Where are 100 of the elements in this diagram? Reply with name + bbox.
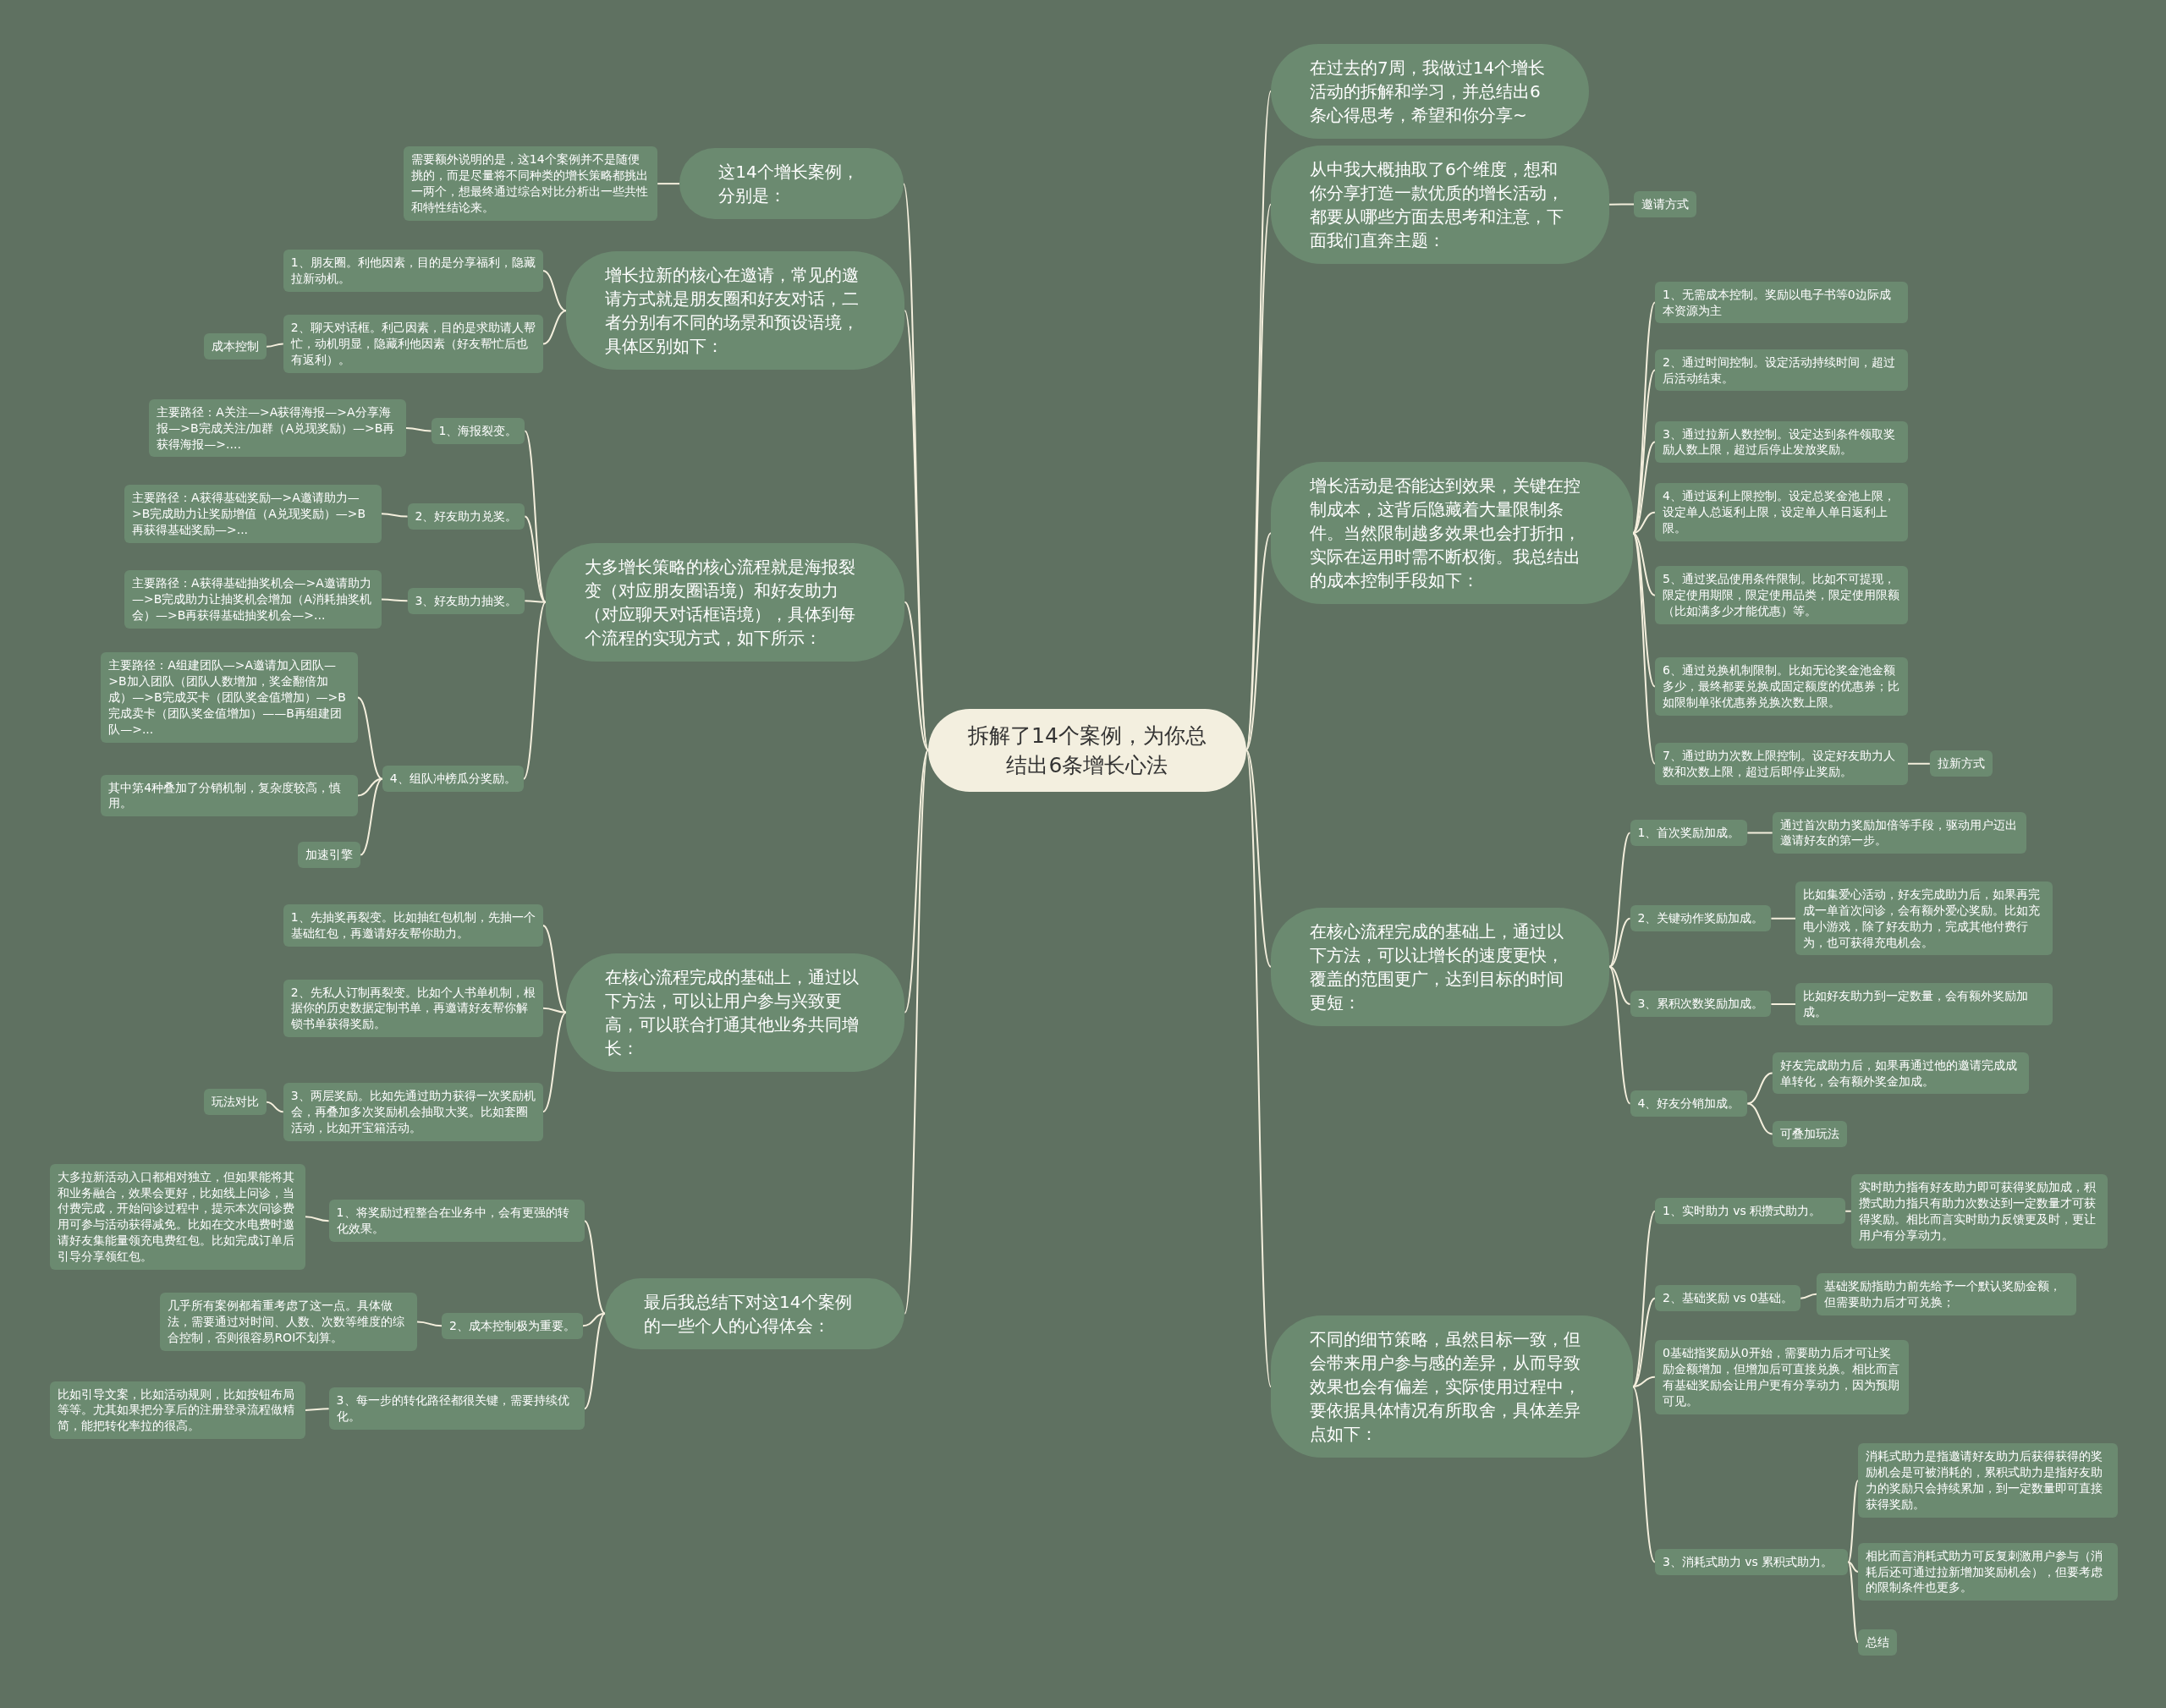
connector-line bbox=[1770, 917, 1797, 920]
subtopic-card: 可叠加玩法 bbox=[1772, 1120, 1847, 1147]
subtopic-card: 比如集爱心活动，好友完成助力后，如果再完成一单首次问诊，会有额外爱心奖励。比如充电小游戏，除了好友助力，完成其他付费行为，也可获得充电机会。 bbox=[1795, 881, 2053, 956]
subtopic-card: 主要路径：A获得基础奖励—>A邀请助力—>B完成助力让奖励增值（A兑现奖励）—>B再获得基础奖励—>... bbox=[124, 485, 382, 543]
subtopic-card: 好友完成助力后，如果再通过他的邀请完成成单转化，会有额外奖金加成。 bbox=[1772, 1052, 2030, 1095]
subtopic-card: 消耗式助力是指邀请好友助力后获得获得的奖励机会是可被消耗的，累积式助力是指好友助力的奖励只会持续累加，到一定数量即可直接获得奖励。 bbox=[1857, 1443, 2118, 1518]
subtopic-card: 4、通过返利上限控制。设定总奖金池上限，设定单人总返利上限，设定单人单日返利上限。 bbox=[1654, 483, 1908, 542]
connector-line bbox=[1800, 1293, 1817, 1299]
connector-line bbox=[522, 601, 547, 780]
connector-line bbox=[356, 777, 383, 797]
connector-line bbox=[1746, 832, 1773, 834]
topic-bubble: 大多增长策略的核心流程就是海报裂变（对应朋友圈语境）和好友助力（对应聊天对话框语境），具体到每个流程的实现方式，如下所示： bbox=[545, 542, 905, 662]
topic-bubble: 增长活动是否能达到效果，关键在控制成本，这背后隐藏着大量限制条件。当然限制越多效果也会打折扣，实际在运用时需不断权衡。我总结出的成本控制手段如下： bbox=[1271, 462, 1633, 605]
subtopic-card: 需要额外说明的是，这14个案例并不是随便挑的，而是尽量将不同种类的增长策略都挑出一两个，想最终通过综合对比分析出一些共性和特性结论来。 bbox=[403, 146, 658, 221]
subtopic-card: 3、消耗式助力 vs 累积式助力。 bbox=[1654, 1549, 1849, 1575]
connector-line bbox=[1847, 1561, 1859, 1644]
connector-line bbox=[1608, 917, 1631, 968]
subtopic-card: 1、将奖励过程整合在业务中，会有更强的转化效果。 bbox=[328, 1200, 585, 1243]
connector-line bbox=[1844, 1210, 1852, 1212]
subtopic-card: 3、累积次数奖励加成。 bbox=[1630, 991, 1772, 1018]
subtopic-card: 2、好友助力兑奖。 bbox=[407, 503, 525, 530]
connector-line bbox=[304, 1216, 330, 1222]
subtopic-card: 2、通过时间控制。设定活动持续时间，超过后活动结束。 bbox=[1654, 349, 1908, 392]
subtopic-card: 0基础指奖励从0开始，需要助力后才可让奖励金额增加，但增加后可直接兑换。相比而言有基础奖励会让用户更有分享动力，因为预期可见。 bbox=[1654, 1339, 1910, 1414]
connector-line bbox=[904, 749, 930, 1013]
connector-line bbox=[1631, 532, 1656, 688]
connector-line bbox=[1770, 1002, 1797, 1005]
subtopic-card: 1、先抽奖再裂变。比如抽红包机制，先抽一个基础红包，再邀请好友帮你助力。 bbox=[283, 904, 543, 947]
topic-bubble: 在核心流程完成的基础上，通过以下方法，可以让增长的速度更快，覆盖的范围更广，达到目标的时间更短： bbox=[1271, 907, 1610, 1026]
subtopic-card: 1、实时助力 vs 积攒式助力。 bbox=[1654, 1198, 1846, 1225]
connector-line bbox=[524, 515, 547, 603]
connector-line bbox=[524, 600, 547, 603]
subtopic-card: 邀请方式 bbox=[1634, 191, 1697, 218]
connector-line bbox=[1608, 965, 1631, 1005]
connector-line bbox=[542, 1011, 568, 1113]
subtopic-card: 2、成本控制极为重要。 bbox=[442, 1312, 583, 1339]
subtopic-card: 主要路径：A获得基础抽奖机会—>A邀请助力—>B完成助力让抽奖机会增加（A消耗抽奖机会）—>B再获得基础抽奖机会—>... bbox=[124, 570, 382, 629]
connector-line bbox=[1608, 965, 1631, 1105]
connector-line bbox=[542, 310, 568, 345]
subtopic-card: 3、每一步的转化路径都很关键，需要持续优化。 bbox=[328, 1387, 585, 1431]
connector-line bbox=[657, 183, 681, 185]
subtopic-card: 通过首次助力奖励加倍等手段，驱动用户迈出邀请好友的第一步。 bbox=[1772, 811, 2027, 854]
subtopic-card: 几乎所有案例都着重考虑了这一点。具体做法，需要通过对时间、人数、次数等维度的综合控制，否则很容易ROI不划算。 bbox=[160, 1293, 418, 1351]
connector-line bbox=[1631, 532, 1656, 765]
subtopic-card: 3、通过拉新人数控制。设定达到条件领取奖励人数上限，超过后停止发放奖励。 bbox=[1654, 420, 1908, 464]
subtopic-card: 拉新方式 bbox=[1929, 750, 1993, 777]
subtopic-card: 主要路径：A组建团队—>A邀请加入团队—>B加入团队（团队人数增加，奖金翻倍加成）—>B完成买卡（团队奖金值增加）—>B完成卖卡（团队奖金值增加）——B再组建团队—>... bbox=[101, 652, 358, 743]
connector-line bbox=[1847, 1480, 1859, 1563]
subtopic-card: 7、通过助力次数上限控制。设定好友助力人数和次数上限，超过后即停止奖励。 bbox=[1654, 742, 1908, 785]
subtopic-card: 其中第4种叠加了分销机制，复杂度较高，慎用。 bbox=[101, 774, 358, 817]
topic-bubble: 从中我大概抽取了6个维度，想和你分享打造一款优质的增长活动，都要从哪些方面去思考和注意，下面我们直奔主题： bbox=[1271, 145, 1610, 264]
subtopic-card: 4、组队冲榜瓜分奖励。 bbox=[382, 766, 524, 793]
subtopic-card: 1、海报裂变。 bbox=[431, 417, 525, 444]
subtopic-card: 4、好友分销加成。 bbox=[1630, 1090, 1748, 1117]
connector-line bbox=[380, 598, 409, 602]
subtopic-card: 加速引擎 bbox=[298, 842, 361, 869]
connector-line bbox=[360, 777, 383, 856]
subtopic-card: 玩法对比 bbox=[204, 1089, 267, 1116]
connector-line bbox=[1906, 762, 1931, 765]
topic-bubble: 在核心流程完成的基础上，通过以下方法，可以让用户参与兴致更高，可以联合打通其他业务共同增长： bbox=[566, 953, 905, 1072]
connector-line bbox=[1608, 203, 1635, 206]
subtopic-card: 主要路径：A关注—>A获得海报—>A分享海报—>B完成关注/加群（A兑现奖励）—>B再获得海报—>.... bbox=[149, 398, 406, 458]
subtopic-card: 3、好友助力抽奖。 bbox=[407, 587, 525, 614]
connector-line bbox=[1245, 749, 1273, 968]
subtopic-card: 1、首次奖励加成。 bbox=[1630, 820, 1748, 846]
connector-line bbox=[1631, 1376, 1656, 1388]
topic-bubble: 这14个增长案例，分别是： bbox=[679, 148, 904, 220]
connector-line bbox=[266, 1101, 284, 1113]
connector-line bbox=[583, 1312, 607, 1410]
subtopic-card: 基础奖励指助力前先给予一个默认奖励金额，但需要助力后才可兑换； bbox=[1816, 1272, 2076, 1315]
central-topic: 拆解了14个案例，为你总结出6条增长心法 bbox=[928, 708, 1246, 792]
subtopic-card: 2、先私人订制再裂变。比如个人书单机制，根据你的历史数据定制书单，再邀请好友帮你解锁书单获得奖励。 bbox=[283, 979, 543, 1038]
subtopic-card: 2、基础奖励 vs 0基础。 bbox=[1654, 1285, 1801, 1312]
subtopic-card: 总结 bbox=[1857, 1628, 1897, 1656]
subtopic-card: 3、两层奖励。比如先通过助力获得一次奖励机会，再叠加多次奖励机会抽取大奖。比如套圈活动，比如开宝箱活动。 bbox=[283, 1082, 543, 1141]
subtopic-card: 相比而言消耗式助力可反复刺激用户参与（消耗后还可通过拉新增加奖励机会），但要考虑的限制条件也更多。 bbox=[1857, 1542, 2118, 1601]
connector-line bbox=[583, 1220, 607, 1315]
subtopic-card: 5、通过奖品使用条件限制。比如不可提现，限定使用期限，限定使用品类，限定使用限额（比如满多少才能优惠）等。 bbox=[1654, 566, 1908, 624]
subtopic-card: 2、关键动作奖励加成。 bbox=[1630, 905, 1772, 932]
connector-line bbox=[1245, 532, 1273, 751]
subtopic-card: 比如引导文案，比如活动规则，比如按钮布局等等。尤其如果把分享后的注册登录流程做精简，能把转化率拉的很高。 bbox=[49, 1381, 305, 1440]
topic-bubble: 不同的细节策略，虽然目标一致，但会带来用户参与感的差异，从而导致效果也会有偏差，实际使用过程中，要依据具体情况有所取舍，具体差异点如下： bbox=[1271, 1315, 1633, 1458]
connector-line bbox=[542, 270, 568, 312]
connector-line bbox=[266, 343, 284, 348]
connector-line bbox=[416, 1321, 443, 1327]
topic-bubble: 最后我总结下对这14个案例的一些个人的心得体会： bbox=[605, 1277, 905, 1349]
subtopic-card: 成本控制 bbox=[204, 333, 267, 360]
connector-line bbox=[542, 924, 568, 1013]
subtopic-card: 比如好友助力到一定数量，会有额外奖励加成。 bbox=[1795, 983, 2053, 1025]
subtopic-card: 2、聊天对话框。利己因素，目的是求助请人帮忙，动机明显，隐藏利他因素（好友帮忙后也有返利）。 bbox=[283, 315, 543, 373]
connector-line bbox=[1746, 1072, 1773, 1105]
connector-line bbox=[405, 427, 432, 432]
topic-bubble: 在过去的7周，我做过14个增长活动的拆解和学习，并总结出6条心得思考，希望和你分享~ bbox=[1271, 43, 1589, 139]
topic-bubble: 增长拉新的核心在邀请，常见的邀请方式就是朋友圈和好友对话，二者分别有不同的场景和预设语境，具体区别如下： bbox=[566, 251, 905, 371]
connector-line bbox=[356, 696, 383, 780]
connector-line bbox=[304, 1408, 330, 1411]
subtopic-card: 6、通过兑换机制限制。比如无论奖金池金额多少，最终都要兑换成固定额度的优惠券；比如限制单张优惠券兑换次数上限。 bbox=[1654, 657, 1908, 716]
connector-line bbox=[1631, 1386, 1656, 1563]
connector-line bbox=[1608, 832, 1631, 968]
connector-line bbox=[1746, 1102, 1773, 1135]
